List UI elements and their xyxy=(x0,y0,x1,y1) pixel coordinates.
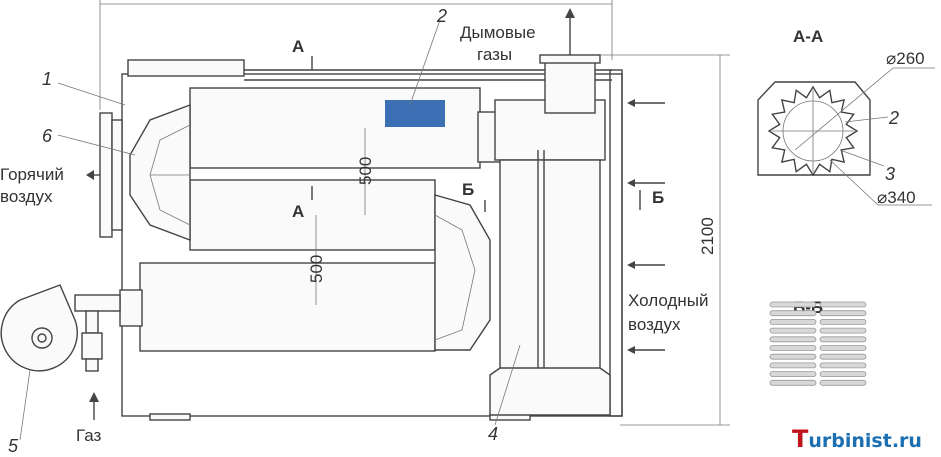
section-aa-drawing xyxy=(757,67,935,206)
gas-arrow-icon xyxy=(89,392,99,402)
bb-fin-tube xyxy=(819,318,867,325)
section-b-left: Б xyxy=(462,180,474,199)
bb-fin-tube xyxy=(769,371,817,378)
section-a-top: А xyxy=(292,37,304,56)
flue-gases-label-2: газы xyxy=(477,45,512,64)
callout-6: 6 xyxy=(42,126,53,146)
burner-fan xyxy=(0,284,121,372)
hot-air-outlet-panel xyxy=(99,112,113,238)
flue-pipe xyxy=(544,57,596,114)
watermark-text: urbinist.ru xyxy=(808,430,922,452)
hot-air-arrow-icon xyxy=(86,170,94,180)
watermark-logo: Turbinist.ru xyxy=(792,425,922,453)
lower-combustion-tube xyxy=(139,262,436,352)
section-b-right: Б xyxy=(652,188,664,207)
height-dimension: 2100 xyxy=(698,217,717,255)
callout-5: 5 xyxy=(8,436,19,456)
dimension-500-top: 500 xyxy=(356,157,375,185)
section-callout-2: 2 xyxy=(888,108,899,128)
bb-fin-tube xyxy=(769,310,817,317)
bb-fin-tube xyxy=(769,362,817,369)
callout-1: 1 xyxy=(42,69,52,89)
bb-fin-tube xyxy=(819,353,867,360)
hot-air-label-1: Горячий xyxy=(0,165,64,184)
left-turning-chamber xyxy=(129,103,191,242)
section-bb-drawing xyxy=(769,301,867,386)
bb-fin-tube xyxy=(819,362,867,369)
right-turning-chamber xyxy=(434,194,491,351)
bb-fin-tube xyxy=(819,301,867,308)
hot-air-label-2: воздух xyxy=(0,187,53,206)
watermark-first-letter: T xyxy=(792,425,809,453)
cold-air-arrows xyxy=(627,99,665,354)
cold-air-label-1: Холодный xyxy=(628,291,708,310)
bb-fin-tube xyxy=(819,371,867,378)
callout-2: 2 xyxy=(436,6,447,26)
bb-fin-tube xyxy=(769,318,817,325)
cold-air-label-2: воздух xyxy=(628,315,681,334)
bb-fin-tube xyxy=(819,310,867,317)
bb-fin-tube xyxy=(819,379,867,386)
bb-fin-tube xyxy=(819,327,867,334)
dimension-500-bottom: 500 xyxy=(307,255,326,283)
bb-fin-tube xyxy=(769,336,817,343)
bb-fin-tube xyxy=(769,301,817,308)
flue-gases-label-1: Дымовые xyxy=(460,23,536,42)
bb-fin-tube xyxy=(819,336,867,343)
gas-valve xyxy=(81,310,103,372)
dimension-d260: ⌀260 xyxy=(886,49,925,68)
bb-fin-tube xyxy=(769,379,817,386)
bb-fin-tube xyxy=(769,327,817,334)
gas-label: Газ xyxy=(76,426,102,445)
section-a-mid: А xyxy=(292,202,304,221)
highlight-block xyxy=(385,100,445,127)
dimension-d340: ⌀340 xyxy=(877,188,916,207)
callout-3: 3 xyxy=(885,164,895,184)
bb-fin-tube xyxy=(769,345,817,351)
flue-arrow-icon xyxy=(565,8,575,18)
bb-fin-tube xyxy=(819,345,867,351)
vertical-collector xyxy=(489,99,611,416)
bb-fin-tube xyxy=(769,353,817,360)
callout-4: 4 xyxy=(488,424,498,444)
section-aa-title: А-А xyxy=(793,27,823,46)
